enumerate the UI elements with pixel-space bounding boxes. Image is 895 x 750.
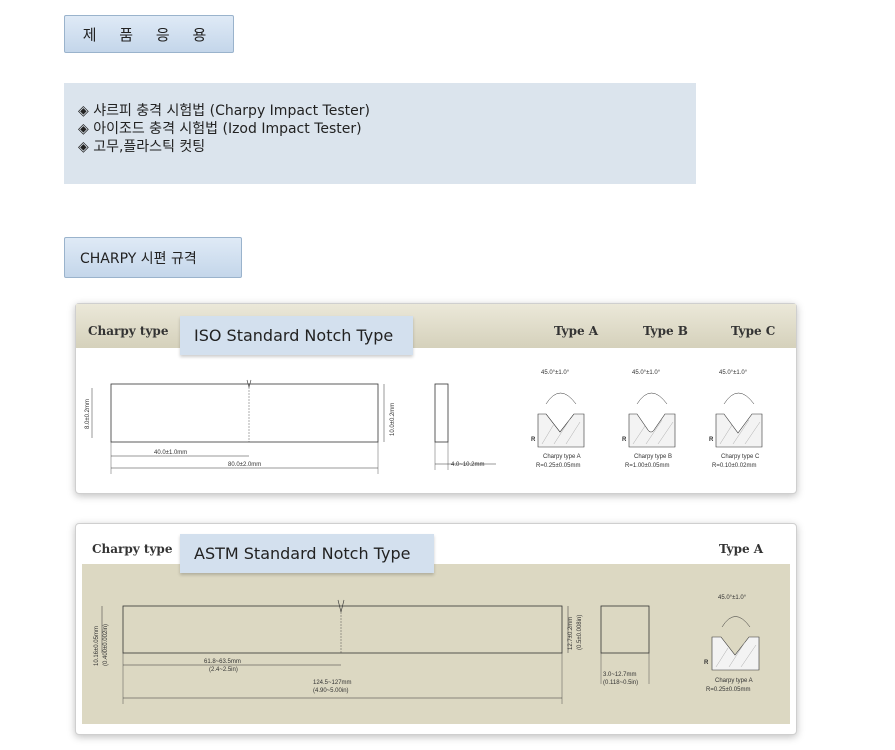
iso-notch-b: 45.0°±1.0° R Charpy type B R=1.00±0.05mm	[622, 370, 676, 469]
iso-specimen-drawing: 8.0±0.2mm 10.0±0.2mm 40.0±1.0mm 80.0±2.0…	[85, 370, 763, 474]
astm-length-mm: 124.5~127mm	[313, 680, 352, 686]
iso-notch-c: 45.0°±1.0° R Charpy type C R=0.10±0.02mm	[709, 370, 763, 469]
iso-height-dim: 8.0±0.2mm	[85, 399, 91, 429]
iso-width-dim: 4.0~10.2mm	[451, 462, 485, 468]
iso-notch-a: 45.0°±1.0° R Charpy type A R=0.25±0.05mm	[531, 370, 585, 469]
svg-text:Charpy type B: Charpy type B	[634, 454, 672, 460]
application-item: ◈ 샤르피 충격 시험법 (Charpy Impact Tester)	[78, 103, 370, 119]
astm-height-mm: 10.16±0.05mm	[94, 626, 100, 666]
svg-text:45.0°±1.0°: 45.0°±1.0°	[541, 370, 570, 376]
astm-standard-tab[interactable]: ASTM Standard Notch Type	[180, 534, 434, 573]
applications-tab[interactable]: 제 품 응 용	[64, 15, 234, 53]
iso-length-dim: 80.0±2.0mm	[228, 462, 261, 468]
application-item: ◈ 고무,플라스틱 컷팅	[78, 139, 206, 155]
astm-notch-pos-mm: 61.8~63.5mm	[204, 659, 241, 665]
astm-width-in: (0.118~0.5in)	[603, 680, 638, 686]
iso-half-length-dim: 40.0±1.0mm	[154, 450, 187, 456]
svg-text:45.0°±1.0°: 45.0°±1.0°	[632, 370, 661, 376]
astm-thick-mm: 12.7±0.2mm	[568, 617, 574, 650]
svg-text:R: R	[531, 437, 536, 443]
svg-text:Charpy type C: Charpy type C	[721, 454, 760, 460]
applications-box: ◈ 샤르피 충격 시험법 (Charpy Impact Tester) ◈ 아이…	[64, 83, 696, 184]
iso-standard-tab[interactable]: ISO Standard Notch Type	[180, 316, 413, 355]
svg-text:Charpy type A: Charpy type A	[543, 454, 581, 460]
astm-thick-in: (0.5±0.008in)	[577, 615, 583, 650]
astm-body-band	[82, 564, 790, 724]
astm-charpy-type-label: Charpy type	[92, 542, 173, 556]
application-item: ◈ 아이조드 충격 시험법 (Izod Impact Tester)	[78, 121, 362, 137]
svg-text:R=1.00±0.05mm: R=1.00±0.05mm	[625, 463, 669, 469]
astm-spec-card: Charpy type ASTM Standard Notch Type Typ…	[75, 523, 797, 735]
iso-spec-card: Charpy type ISO Standard Notch Type Type…	[75, 303, 797, 494]
iso-charpy-type-label: Charpy type	[88, 324, 169, 338]
svg-text:R: R	[709, 437, 714, 443]
iso-type-a-label: Type A	[554, 324, 599, 338]
charpy-spec-tab[interactable]: CHARPY 시편 규격	[64, 237, 242, 278]
astm-specimen-drawing: 10.16±0.05mm (0.400±0.002in) 61.8~63.5mm…	[94, 595, 760, 704]
svg-text:R=0.10±0.02mm: R=0.10±0.02mm	[712, 463, 756, 469]
iso-type-b-label: Type B	[643, 324, 688, 338]
iso-total-height-dim: 10.0±0.2mm	[390, 403, 396, 436]
svg-text:45.0°±1.0°: 45.0°±1.0°	[719, 370, 748, 376]
svg-text:R=0.25±0.05mm: R=0.25±0.05mm	[706, 687, 750, 693]
astm-length-in: (4.90~5.00in)	[313, 688, 349, 694]
astm-height-in: (0.400±0.002in)	[103, 624, 109, 666]
svg-text:R: R	[622, 437, 627, 443]
iso-type-c-label: Type C	[731, 324, 776, 338]
svg-text:Charpy type A: Charpy type A	[715, 678, 753, 684]
astm-type-a-label: Type A	[719, 542, 764, 556]
astm-notch-a: 45.0°±1.0° R Charpy type A R=0.25±0.05mm	[704, 595, 760, 693]
svg-text:R: R	[704, 660, 709, 666]
svg-text:R=0.25±0.05mm: R=0.25±0.05mm	[536, 463, 580, 469]
astm-width-mm: 3.0~12.7mm	[603, 672, 637, 678]
svg-text:45.0°±1.0°: 45.0°±1.0°	[718, 595, 747, 601]
astm-notch-pos-in: (2.4~2.5in)	[209, 667, 238, 673]
